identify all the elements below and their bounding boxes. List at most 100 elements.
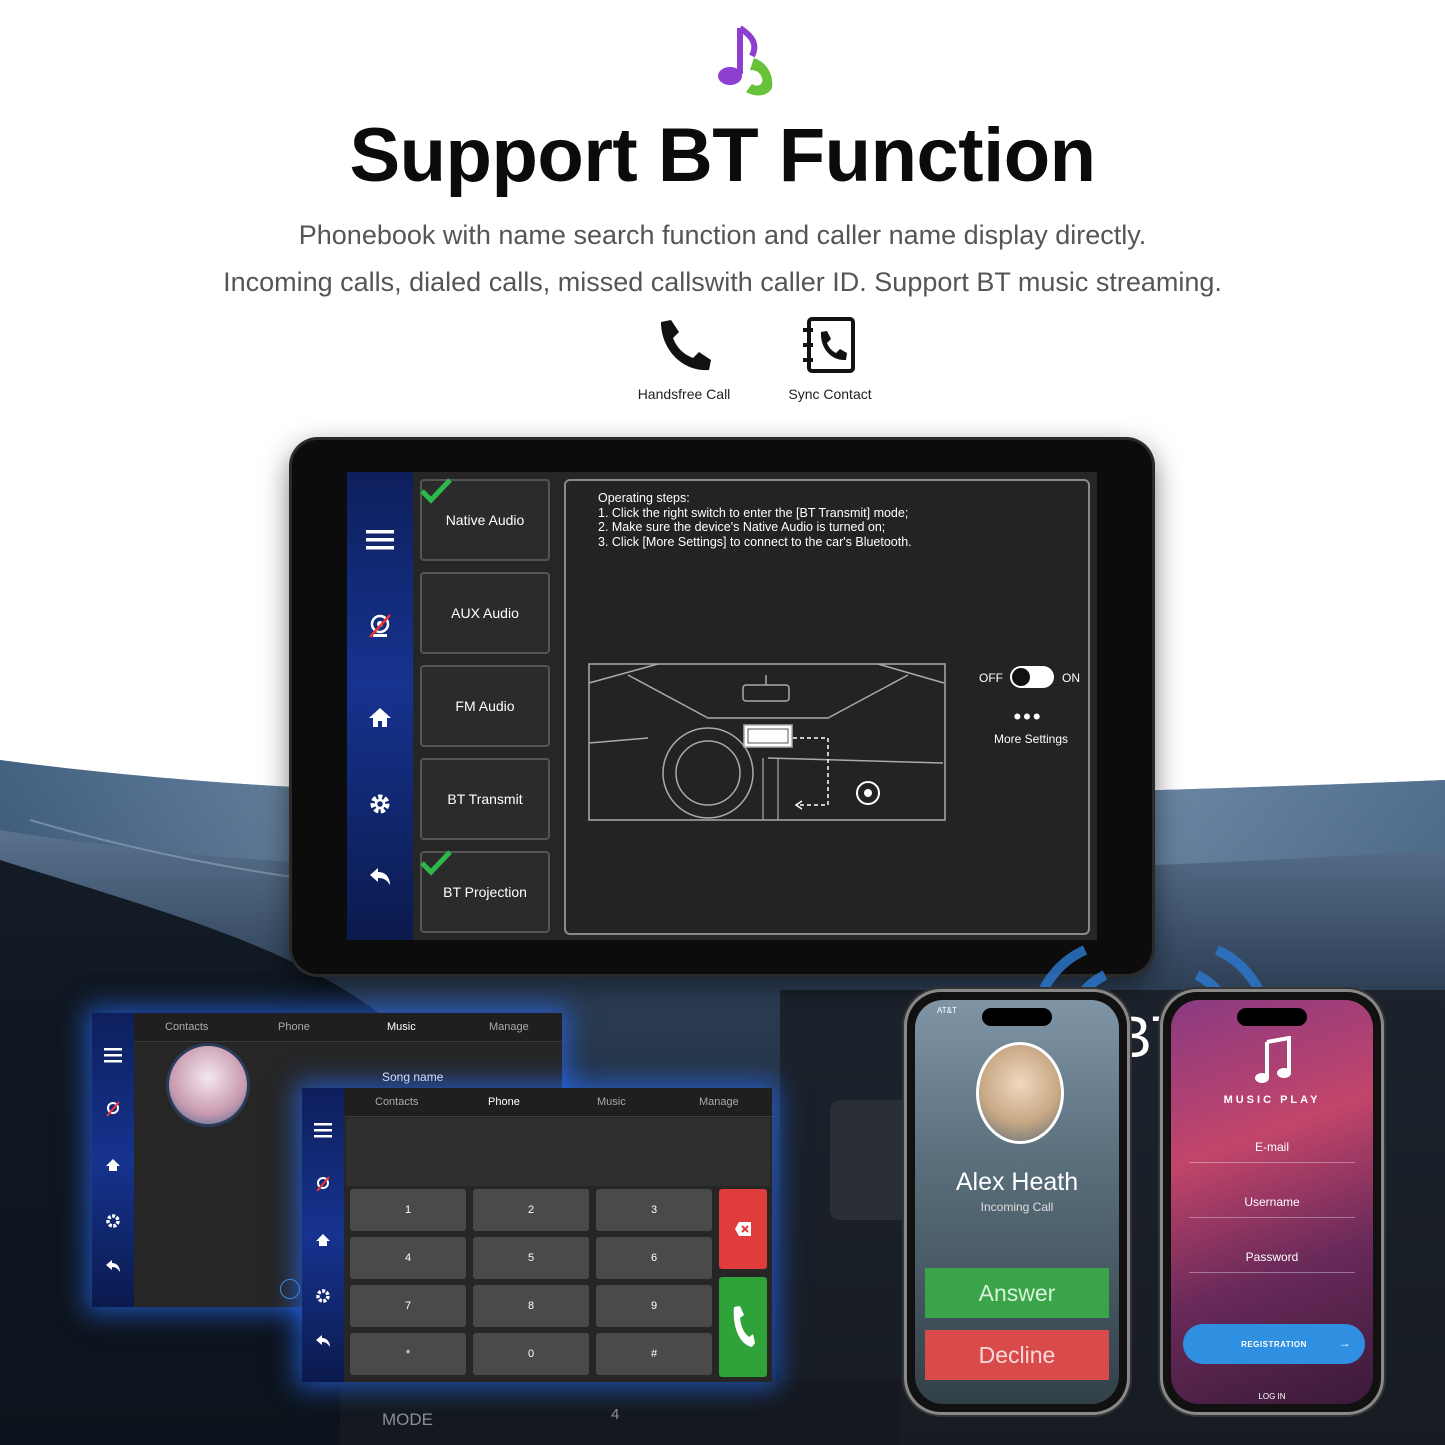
- tab-music[interactable]: Music: [387, 1021, 416, 1033]
- phone-notch: [982, 1008, 1052, 1026]
- bt-transmit-panel: Operating steps: 1. Click the right swit…: [564, 479, 1090, 935]
- mode-native-audio[interactable]: Native Audio: [420, 478, 550, 561]
- phone-handset-icon: [733, 1306, 755, 1347]
- music-sidebar: [92, 1013, 134, 1307]
- subtitle-line-2: Incoming calls, dialed calls, missed cal…: [223, 267, 1222, 297]
- feature-label: Handsfree Call: [637, 386, 731, 402]
- dashboard-number-label: 4: [611, 1406, 620, 1423]
- mode-fm-audio[interactable]: FM Audio: [420, 665, 550, 747]
- mode-aux-audio[interactable]: AUX Audio: [420, 572, 550, 654]
- password-field[interactable]: [1189, 1272, 1355, 1273]
- answer-button[interactable]: Answer: [925, 1268, 1109, 1318]
- dial-key-8[interactable]: 8: [473, 1285, 589, 1327]
- dial-number-display: [346, 1118, 770, 1186]
- home-icon[interactable]: [92, 1158, 134, 1172]
- phone-notch: [1237, 1008, 1307, 1026]
- caller-avatar: [976, 1042, 1064, 1144]
- tab-manage[interactable]: Manage: [489, 1021, 529, 1033]
- dashboard-mode-label: MODE: [382, 1410, 433, 1429]
- dial-key-1[interactable]: 1: [350, 1189, 466, 1231]
- dialpad-sidebar: [302, 1088, 344, 1382]
- music-play-title: MUSIC PLAY: [1223, 1094, 1321, 1106]
- menu-icon[interactable]: [92, 1047, 134, 1063]
- decline-button[interactable]: Decline: [925, 1330, 1109, 1380]
- music-tabs: Contacts Phone Music Manage: [134, 1013, 562, 1042]
- dial-key-9[interactable]: 9: [596, 1285, 712, 1327]
- step-3: 3. Click [More Settings] to connect to t…: [598, 534, 912, 549]
- dial-key-hash[interactable]: #: [596, 1333, 712, 1375]
- car-interior-diagram: [588, 663, 946, 821]
- home-icon[interactable]: [302, 1233, 344, 1247]
- gear-icon[interactable]: [302, 1288, 344, 1304]
- phone-incoming-call: AT&T Alex Heath Incoming Call Answer Dec…: [907, 992, 1127, 1412]
- check-icon: [420, 850, 452, 876]
- bt-transmit-toggle-area: OFF ON ••• More Settings: [971, 666, 1081, 756]
- dial-key-star[interactable]: *: [350, 1333, 466, 1375]
- step-1: 1. Click the right switch to enter the […: [598, 505, 909, 520]
- back-icon[interactable]: [347, 857, 413, 897]
- switch-knob: [1012, 668, 1030, 686]
- dial-key-3[interactable]: 3: [596, 1189, 712, 1231]
- feature-handsfree-call: Handsfree Call: [614, 316, 754, 402]
- arrow-right-icon: →: [1338, 1336, 1351, 1350]
- back-icon[interactable]: [302, 1334, 344, 1348]
- dial-key-7[interactable]: 7: [350, 1285, 466, 1327]
- song-name: Song name: [382, 1070, 444, 1084]
- dial-key-2[interactable]: 2: [473, 1189, 589, 1231]
- call-button[interactable]: [719, 1277, 767, 1377]
- mode-bt-projection[interactable]: BT Projection: [420, 850, 550, 933]
- check-icon: [420, 478, 452, 504]
- phone-handset-icon: [661, 320, 711, 371]
- gear-icon[interactable]: [92, 1213, 134, 1229]
- mode-label: FM Audio: [455, 698, 515, 714]
- username-field[interactable]: [1189, 1217, 1355, 1218]
- camera-off-icon[interactable]: [347, 606, 413, 646]
- music-phone-icon: [718, 25, 773, 96]
- mode-label: BT Transmit: [447, 791, 523, 807]
- delete-button[interactable]: [719, 1189, 767, 1269]
- tab-contacts[interactable]: Contacts: [165, 1021, 209, 1033]
- toggle-on-label: ON: [1062, 671, 1080, 685]
- registration-button[interactable]: REGISTRATION →: [1183, 1324, 1365, 1364]
- subtitle-line-1: Phonebook with name search function and …: [298, 220, 1147, 250]
- page-title: Support BT Function: [349, 113, 1096, 198]
- mode-label: AUX Audio: [451, 605, 519, 621]
- mode-label: BT Projection: [443, 884, 527, 900]
- email-field[interactable]: [1189, 1162, 1355, 1163]
- login-link[interactable]: LOG IN: [1258, 1392, 1286, 1401]
- tab-phone[interactable]: Phone: [278, 1021, 310, 1033]
- tab-music[interactable]: Music: [597, 1096, 626, 1108]
- step-2: 2. Make sure the device's Native Audio i…: [598, 520, 886, 534]
- dial-key-4[interactable]: 4: [350, 1237, 466, 1279]
- head-unit-sidebar: [347, 472, 413, 940]
- dial-key-6[interactable]: 6: [596, 1237, 712, 1279]
- tab-phone[interactable]: Phone: [488, 1096, 520, 1108]
- tab-contacts[interactable]: Contacts: [375, 1096, 419, 1108]
- menu-icon[interactable]: [347, 520, 413, 560]
- mode-bt-transmit[interactable]: BT Transmit: [420, 758, 550, 840]
- mode-label: Native Audio: [445, 512, 525, 528]
- tab-manage[interactable]: Manage: [699, 1096, 739, 1108]
- previous-track-icon[interactable]: [280, 1279, 300, 1299]
- dial-key-5[interactable]: 5: [473, 1237, 589, 1279]
- menu-icon[interactable]: [302, 1122, 344, 1138]
- phone-screen: MUSIC PLAY E-mail Username Password REGI…: [1171, 1000, 1373, 1404]
- camera-off-icon[interactable]: [302, 1176, 344, 1192]
- backspace-icon: [735, 1222, 751, 1236]
- status-carrier: AT&T: [937, 1006, 957, 1015]
- more-settings-button[interactable]: More Settings: [993, 732, 1069, 746]
- caller-name: Alex Heath: [955, 1168, 1079, 1196]
- phone-music-play: MUSIC PLAY E-mail Username Password REGI…: [1163, 992, 1381, 1412]
- caller-status: Incoming Call: [980, 1200, 1054, 1214]
- home-icon[interactable]: [347, 697, 413, 737]
- more-options-icon[interactable]: •••: [1013, 704, 1043, 729]
- username-label: Username: [1244, 1195, 1300, 1209]
- dial-key-0[interactable]: 0: [473, 1333, 589, 1375]
- contact-book-icon: [803, 317, 855, 373]
- feature-label: Sync Contact: [788, 386, 872, 402]
- back-icon[interactable]: [92, 1259, 134, 1273]
- bt-transmit-switch[interactable]: [1010, 666, 1054, 688]
- camera-off-icon[interactable]: [92, 1101, 134, 1117]
- gear-icon[interactable]: [347, 784, 413, 824]
- password-label: Password: [1245, 1250, 1299, 1264]
